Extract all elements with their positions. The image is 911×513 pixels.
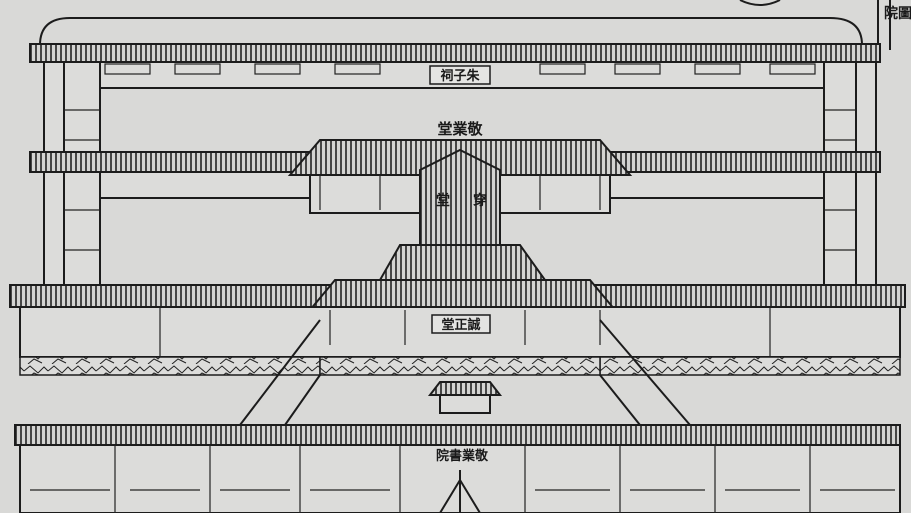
passage-hall <box>419 148 501 246</box>
chengzheng-hall-plaque <box>431 314 491 334</box>
jingye-hall-label: 堂業敬 <box>437 120 483 138</box>
zhuzi-shrine-plaque <box>429 65 491 85</box>
outer-wall-top <box>39 0 891 50</box>
passage-hall-label-right: 穿 <box>473 192 487 209</box>
small-pavilion <box>427 381 503 414</box>
academy-gate-row <box>14 424 901 513</box>
zhuzi-shrine-label: 祠子朱 <box>440 68 480 84</box>
chengzheng-hall-label: 堂正誠 <box>441 317 480 333</box>
top-right-title-char-1: 院圖 <box>884 5 911 22</box>
academy-gate-label: 院書業敬 <box>436 448 489 464</box>
passage-hall-label-left: 堂 <box>436 192 450 209</box>
side-walls <box>43 61 877 291</box>
